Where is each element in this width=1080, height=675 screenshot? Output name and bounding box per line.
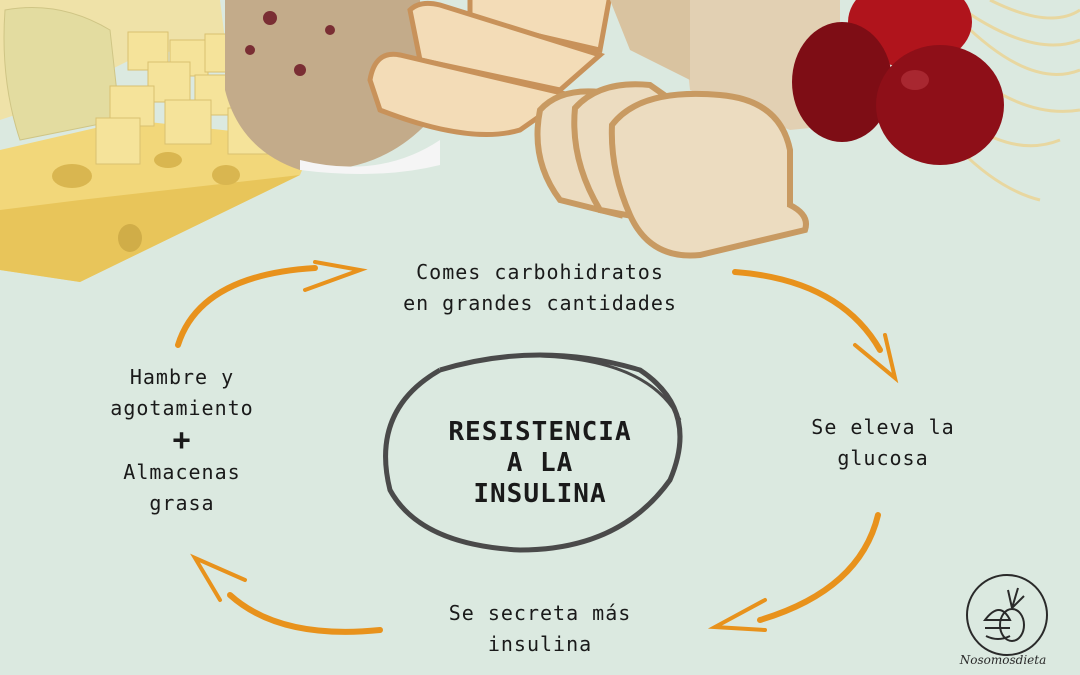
- step-text: Almacenas: [123, 460, 241, 484]
- logo-text: Nosomosdieta: [959, 653, 1046, 667]
- arrow-top-to-right: [732, 269, 883, 353]
- step-text: glucosa: [837, 446, 929, 470]
- step-text: Hambre y: [129, 365, 235, 389]
- logo-icon: [966, 574, 1048, 656]
- title-line: A LA: [506, 448, 574, 478]
- center-ring: [383, 352, 683, 553]
- title-line: INSULINA: [473, 479, 607, 509]
- step-text: Se eleva la: [811, 415, 955, 439]
- step-glucose-rises: Se eleva la glucosa: [811, 412, 954, 474]
- step-text: Se secreta más: [448, 601, 632, 625]
- title-line: RESISTENCIA: [448, 417, 632, 447]
- step-text: insulina: [487, 632, 593, 656]
- step-text: grasa: [149, 491, 215, 515]
- arrow-bottom-to-left: [227, 592, 383, 635]
- plus-sign: +: [172, 423, 192, 458]
- arrow-left-to-top: [175, 265, 318, 348]
- step-hunger-fat: Hambre y agotamiento + Almacenas grasa: [110, 362, 253, 519]
- step-more-insulin: Se secreta más insulina: [449, 598, 632, 660]
- step-text: en grandes cantidades: [403, 291, 677, 315]
- step-text: agotamiento: [110, 396, 254, 420]
- step-text: Comes carbohidratos: [416, 260, 664, 284]
- step-eat-carbs: Comes carbohidratos en grandes cantidade…: [403, 257, 677, 319]
- center-title: RESISTENCIA A LA INSULINA: [448, 417, 631, 510]
- arrow-right-to-bottom: [757, 512, 881, 623]
